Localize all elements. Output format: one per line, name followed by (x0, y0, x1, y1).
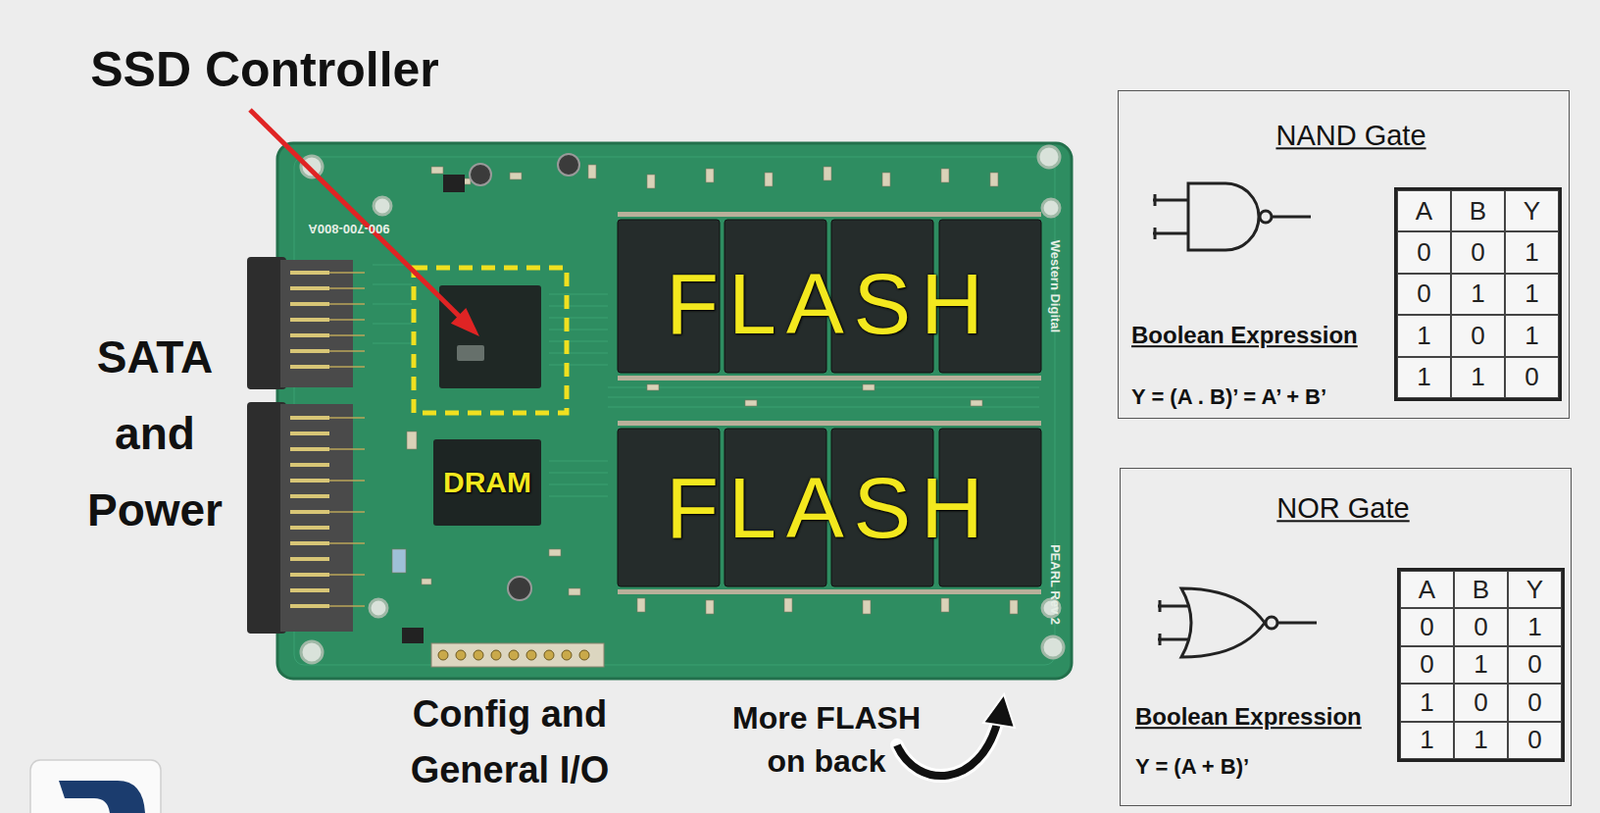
truth-table: ABY001011101110 (1394, 187, 1562, 401)
table-cell: 1 (1450, 356, 1505, 399)
text-holder: Y = (A + B)’ (1135, 753, 1250, 779)
table-cell: 0 (1450, 314, 1505, 356)
table-cell: 0 (1453, 607, 1508, 646)
table-cell: 0 (1400, 646, 1454, 684)
table-cell: A (1397, 190, 1451, 232)
table-cell: 1 (1453, 721, 1508, 759)
nand-gate-panel: NAND GateBoolean Expression Y = (A . B)’ … (1117, 90, 1570, 419)
boolean-expression: Y = (A . B)’ = A’ + B’ (1131, 384, 1327, 409)
table-cell: 1 (1507, 607, 1562, 646)
chip-label: FLASH (655, 457, 994, 557)
text-holder: SATA and Power (81, 318, 229, 549)
table-cell: 0 (1507, 721, 1562, 759)
section-heading: Boolean Expression (1131, 321, 1358, 350)
chip-label: FLASH (655, 253, 994, 353)
table-cell: 0 (1450, 231, 1505, 273)
panel-title: NOR Gate (1276, 492, 1409, 525)
text-holder: FLASH (655, 457, 994, 557)
table-cell: A (1400, 570, 1454, 608)
boolean-expression: Y = (A + B)’ (1135, 753, 1250, 779)
text-holder: Boolean Expression (1131, 321, 1358, 350)
text-holder: SSD Controller (90, 42, 440, 100)
chip-label: DRAM (443, 465, 532, 500)
table-cell: 0 (1507, 683, 1562, 721)
table-cell: Y (1507, 570, 1562, 608)
text-holder: Config and General I/O (401, 686, 618, 799)
table-cell: B (1450, 190, 1505, 232)
table-cell: 1 (1450, 273, 1505, 315)
panel-title: NAND Gate (1275, 119, 1426, 152)
table-cell: 1 (1400, 721, 1454, 759)
table-cell: 1 (1397, 314, 1451, 356)
table-cell: 0 (1400, 607, 1454, 646)
section-heading: Boolean Expression (1135, 702, 1362, 731)
callout-label: SATA and Power (81, 318, 229, 549)
text-holder: FLASH (655, 253, 994, 353)
table-cell: 1 (1453, 646, 1508, 684)
text-holder: Western Digital (1048, 240, 1063, 333)
table-cell: 1 (1504, 314, 1559, 356)
text-holder: NAND Gate (1275, 119, 1426, 152)
callout-label: More FLASH on back (726, 696, 928, 783)
silkscreen-text: Western Digital (1048, 240, 1063, 333)
table-cell: 0 (1453, 683, 1508, 721)
table-cell: 1 (1504, 273, 1559, 315)
table-cell: 0 (1504, 356, 1559, 399)
table-cell: Y (1504, 190, 1559, 232)
text-holder: DRAM (443, 465, 532, 500)
callout-label: SSD Controller (90, 42, 440, 100)
text-holder: NOR Gate (1276, 492, 1409, 525)
truth-table: ABY001010100110 (1397, 567, 1565, 762)
text-holder: Y = (A . B)’ = A’ + B’ (1131, 384, 1327, 409)
text-holder: 900-700-800A (307, 221, 390, 237)
text-holder: More FLASH on back (726, 696, 928, 783)
table-cell: 1 (1400, 683, 1454, 721)
table-cell: B (1453, 570, 1508, 608)
text-holder: Boolean Expression (1135, 702, 1362, 731)
table-cell: 1 (1504, 231, 1559, 273)
silkscreen-text: 900-700-800A (307, 221, 390, 237)
table-cell: 1 (1397, 356, 1451, 399)
text-holder: PEARL Rev 2 (1048, 544, 1063, 625)
table-cell: 0 (1397, 231, 1451, 273)
nor-gate-panel: NOR GateBoolean Expression Y = (A + B)’ AB… (1119, 467, 1572, 806)
silkscreen-text: PEARL Rev 2 (1048, 544, 1063, 625)
table-cell: 0 (1507, 646, 1562, 684)
callout-label: Config and General I/O (401, 686, 618, 799)
table-cell: 0 (1397, 273, 1451, 315)
